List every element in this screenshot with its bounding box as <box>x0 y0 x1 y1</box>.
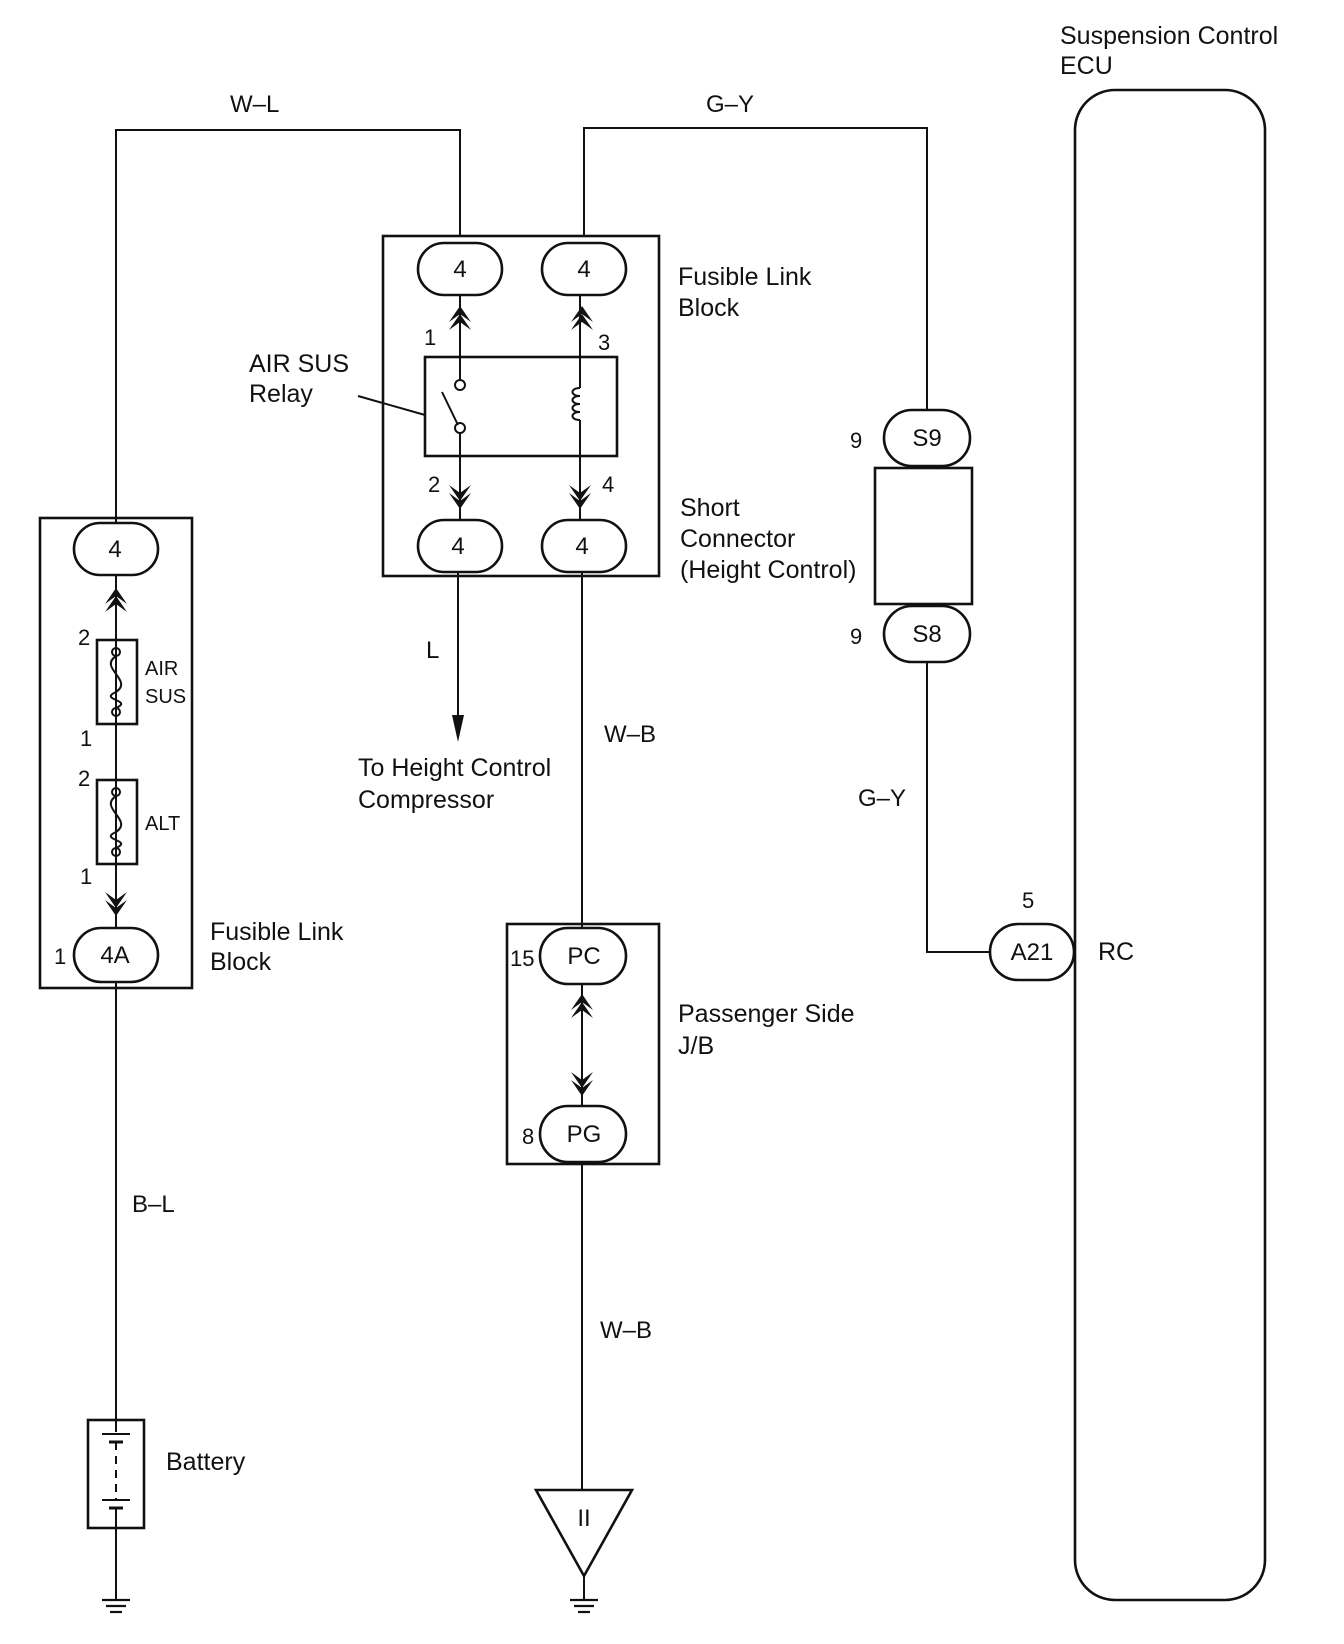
left-block-label-line1: Fusible Link <box>210 918 344 946</box>
ground-point-mark: II <box>577 1505 590 1532</box>
relay-switch-icon <box>441 391 459 426</box>
upper-conn-bottom-right-label: 4 <box>575 533 588 560</box>
compressor-wire: L To Height Control Compressor <box>358 572 551 814</box>
jb-conn-pc-label: PC <box>567 943 600 970</box>
fuse-air-sus-label-line1: AIR <box>145 658 178 680</box>
short-conn-s9-pin: 9 <box>850 428 862 453</box>
ecu-body <box>1073 88 1267 1602</box>
ecu-conn-a21-pin: 5 <box>1022 888 1034 913</box>
upper-conn-top-left-label: 4 <box>453 256 466 283</box>
wire-label-b-l: B–L <box>132 1191 175 1218</box>
left-conn-bottom-label: 4A <box>100 942 129 969</box>
fuse-alt <box>95 778 139 866</box>
short-connector: S9 9 S8 9 Short Connector (Height Contro… <box>680 408 974 664</box>
upper-block-label-line2: Block <box>678 294 740 322</box>
wire-label-g-y-top: G–Y <box>706 91 754 118</box>
relay-pin-3: 3 <box>598 330 610 355</box>
ecu-title-line2: ECU <box>1060 52 1113 80</box>
ecu-conn-a21 <box>988 922 1076 982</box>
ground-point-icon <box>533 1488 635 1579</box>
relay-label-line2: Relay <box>249 380 313 408</box>
wire-label-g-y-mid: G–Y <box>858 785 906 812</box>
w-b-wire: W–B <box>581 572 656 928</box>
upper-conn-bottom-left-label: 4 <box>451 533 464 560</box>
compressor-label-line1: To Height Control <box>358 754 551 782</box>
relay-leader-line <box>357 395 426 416</box>
battery-circuit: B–L Battery <box>86 982 246 1614</box>
fuse-alt-label: ALT <box>145 813 180 835</box>
short-conn-label-line2: Connector <box>680 525 795 553</box>
suspension-control-ecu: Suspension Control ECU RC <box>1060 22 1278 1602</box>
upper-conn-bottom-right <box>540 518 628 574</box>
fuse-alt-pin-bottom: 1 <box>80 864 92 889</box>
upper-block-frame <box>381 234 661 578</box>
ecu-title-line1: Suspension Control <box>1060 22 1278 50</box>
jb-conn-pc-pin: 15 <box>510 946 534 971</box>
jb-label-line2: J/B <box>678 1032 714 1060</box>
fuse-air-sus-pin-top: 2 <box>78 625 90 650</box>
relay-pin-4: 4 <box>602 472 614 497</box>
compressor-label-line2: Compressor <box>358 786 494 814</box>
relay-coil-icon <box>571 387 581 421</box>
wire-label-w-b-bottom: W–B <box>600 1317 652 1344</box>
relay-pin-1: 1 <box>424 325 436 350</box>
arrow-up-icon <box>571 306 593 330</box>
battery-label: Battery <box>166 1448 246 1476</box>
passenger-side-junction-block: PC 15 PG 8 Passenger Side J/B <box>505 922 855 1166</box>
upper-fusible-link-block: 4 4 4 4 1 3 2 4 AIR SUS Relay <box>249 234 812 578</box>
fuse-icon <box>109 795 123 849</box>
left-block-label-line2: Block <box>210 948 272 976</box>
fuse-air-sus-label-line2: SUS <box>145 686 186 708</box>
top-wires: W–L G–Y <box>115 91 928 530</box>
short-conn-s9-label: S9 <box>912 425 941 452</box>
ecu-wire: G–Y A21 5 <box>858 662 1076 982</box>
ecu-conn-a21-label: A21 <box>1011 939 1054 966</box>
wire-label-w-l: W–L <box>230 91 279 118</box>
ground-icon <box>100 1598 132 1614</box>
upper-conn-top-right <box>540 241 628 297</box>
wire-w-l <box>115 129 461 530</box>
wire-g-y-top <box>583 127 928 410</box>
relay-box <box>423 355 619 458</box>
upper-conn-top-right-label: 4 <box>577 256 590 283</box>
short-conn-body <box>873 466 974 606</box>
relay-contact-icon <box>454 379 466 391</box>
jb-conn-pg-label: PG <box>567 1121 602 1148</box>
relay-pin-2: 2 <box>428 472 440 497</box>
fuse-air-sus-pin-bottom: 1 <box>80 726 92 751</box>
ecu-terminal-rc: RC <box>1098 938 1134 966</box>
upper-block-label-line1: Fusible Link <box>678 263 812 291</box>
left-conn-top-label: 4 <box>108 536 121 563</box>
jb-conn-pg-pin: 8 <box>522 1124 534 1149</box>
short-conn-s8-label: S8 <box>912 621 941 648</box>
arrow-down-icon <box>452 715 464 742</box>
fuse-air-sus <box>95 638 139 726</box>
ground-icon <box>568 1598 600 1614</box>
short-conn-s9 <box>882 408 972 468</box>
ground-circuit: W–B II <box>533 1162 652 1614</box>
short-conn-s8-pin: 9 <box>850 624 862 649</box>
jb-label-line1: Passenger Side <box>678 1000 855 1028</box>
left-conn-bottom-pin: 1 <box>54 944 66 969</box>
fuse-icon <box>109 655 123 709</box>
short-conn-label-line1: Short <box>680 494 740 522</box>
wire-label-l: L <box>426 637 439 664</box>
fuse-alt-pin-top: 2 <box>78 766 90 791</box>
left-fusible-link-block: 4 2 1 AIR SUS 2 1 ALT 4A 1 Fusible Link … <box>38 516 344 990</box>
relay-label-line1: AIR SUS <box>249 350 349 378</box>
short-conn-label-line3: (Height Control) <box>680 556 856 584</box>
wire-label-w-b-mid: W–B <box>604 721 656 748</box>
